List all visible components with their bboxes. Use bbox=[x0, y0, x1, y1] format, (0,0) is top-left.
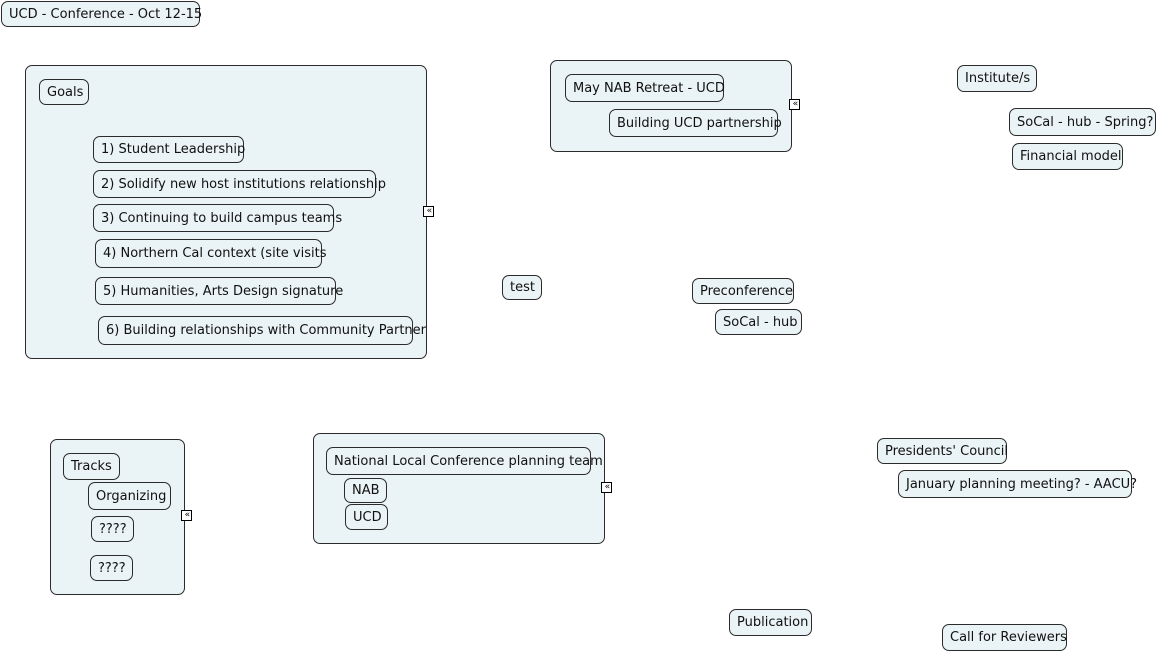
goals-node[interactable]: Goals bbox=[39, 79, 89, 105]
tracks-item[interactable]: Organizing bbox=[88, 482, 171, 510]
retreat-item[interactable]: Building UCD partnership bbox=[609, 109, 782, 137]
financial-model-node[interactable]: Financial model bbox=[1012, 143, 1123, 170]
institutes-node[interactable]: Institute/s bbox=[957, 65, 1037, 92]
map-title-node[interactable]: UCD - Conference - Oct 12-15 bbox=[1, 1, 202, 27]
retreat-node[interactable]: May NAB Retreat - UCD bbox=[565, 74, 725, 102]
test-node[interactable]: test bbox=[502, 275, 542, 300]
january-meeting-node[interactable]: January planning meeting? - AACU? bbox=[898, 470, 1137, 498]
planning-team-item[interactable]: UCD bbox=[345, 504, 388, 530]
tracks-item[interactable]: ???? bbox=[91, 516, 134, 542]
goal-item[interactable]: 1) Student Leadership bbox=[93, 136, 245, 163]
collapse-chevron-icon[interactable]: « bbox=[181, 510, 192, 521]
goal-item[interactable]: 2) Solidify new host institutions relati… bbox=[93, 170, 386, 198]
socal-spring-node[interactable]: SoCal - hub - Spring? bbox=[1009, 108, 1156, 136]
collapse-chevron-icon[interactable]: « bbox=[601, 482, 612, 493]
goal-item[interactable]: 5) Humanities, Arts Design signature bbox=[95, 277, 343, 305]
planning-team-node[interactable]: National Local Conference planning team bbox=[326, 447, 603, 475]
preconference-node[interactable]: Preconference bbox=[692, 278, 794, 304]
collapse-chevron-icon[interactable]: « bbox=[789, 99, 800, 110]
planning-team-item[interactable]: NAB bbox=[344, 478, 387, 503]
tracks-node[interactable]: Tracks bbox=[63, 453, 120, 480]
publication-node[interactable]: Publication bbox=[729, 609, 812, 636]
socal-hub-node[interactable]: SoCal - hub bbox=[715, 309, 802, 335]
presidents-council-node[interactable]: Presidents' Council bbox=[877, 438, 1008, 464]
tracks-item[interactable]: ???? bbox=[90, 555, 133, 581]
call-for-reviewers-node[interactable]: Call for Reviewers bbox=[942, 624, 1067, 651]
collapse-chevron-icon[interactable]: « bbox=[423, 206, 434, 217]
goal-item[interactable]: 3) Continuing to build campus teams bbox=[93, 204, 342, 232]
goal-item[interactable]: 4) Northern Cal context (site visits bbox=[95, 239, 326, 268]
goal-item[interactable]: 6) Building relationships with Community… bbox=[98, 316, 426, 345]
